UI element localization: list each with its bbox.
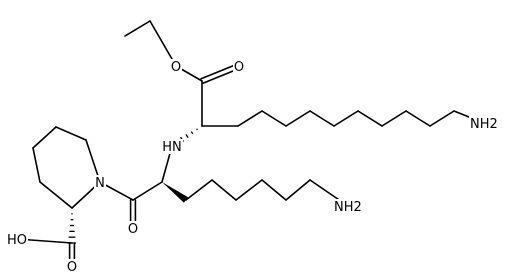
- bond-chain-10: [429, 110, 455, 127]
- atom-text: O: [128, 222, 138, 237]
- bond-lysine-2: [211, 179, 237, 201]
- bond-chain-2: [237, 110, 263, 127]
- atom-label-acid-carbonyl-oxygen: O: [66, 259, 78, 275]
- atom-text: N: [95, 176, 105, 191]
- bond-lysine-1: [185, 179, 213, 201]
- atom-text: NH2: [334, 200, 362, 215]
- bond-ethyl: [124, 20, 151, 37]
- bond-ester-carbonyl-line-b: [200, 62, 239, 80]
- bond-lysine-carbonyl: [132, 181, 163, 201]
- bond-chain-6: [333, 110, 359, 127]
- bond-ethyl-oxygen: [149, 20, 177, 67]
- bond-chain-3: [261, 110, 287, 127]
- atom-text: O: [171, 60, 181, 75]
- bond-ring-4: [39, 181, 73, 209]
- atom-text: O: [67, 260, 77, 275]
- atom-text: O: [234, 60, 244, 75]
- bond-ring-2: [32, 126, 57, 149]
- bond-lysine-5: [285, 179, 311, 201]
- atom-label-amine-nh: HN: [161, 139, 183, 155]
- atom-label-lysine-side-chain-amine: NH2: [333, 199, 365, 215]
- bond-lysine-4: [261, 179, 287, 201]
- atom-label-ethyl-ester-oxygen: O: [170, 59, 182, 75]
- atom-text: HN: [162, 140, 182, 155]
- atom-label-amide-carbonyl-oxygen: O: [127, 221, 139, 237]
- atom-label-chain-terminal-amine: NH2: [469, 116, 501, 132]
- hash-line: [185, 133, 189, 139]
- bond-chain-7: [357, 110, 383, 127]
- stereo-wedge-lysine: [162, 182, 189, 203]
- bond-chain-8: [381, 110, 407, 127]
- hash-line: [190, 131, 194, 135]
- atom-label-ester-carbonyl-oxygen: O: [233, 59, 245, 75]
- bonds-layer: [16, 20, 485, 267]
- atom-text: NH2: [470, 117, 498, 132]
- bond-ring-1: [55, 126, 87, 141]
- atom-label-acid-hydroxyl: HO: [6, 232, 28, 248]
- bond-chain-9: [405, 110, 431, 127]
- bond-chain-4: [285, 110, 311, 127]
- bond-lysine-3: [235, 179, 263, 201]
- bond-chain-5: [309, 110, 335, 127]
- bond-ring-3: [32, 147, 41, 183]
- hash-line: [196, 128, 198, 131]
- atom-text: HO: [7, 233, 27, 248]
- stereo-hash-acid: [68, 213, 76, 244]
- atom-label-proline-nitrogen: N: [94, 175, 106, 191]
